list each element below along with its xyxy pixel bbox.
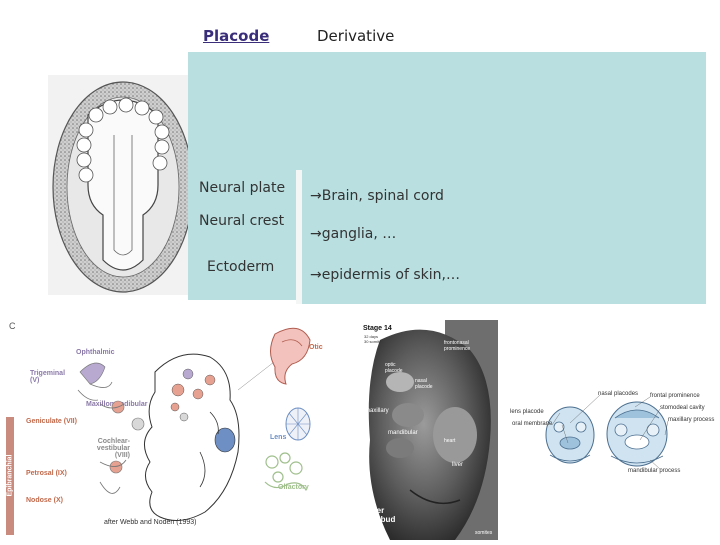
petrosal-label: Petrosal (IX) (26, 470, 67, 477)
placode-column-box (188, 52, 296, 300)
stage14-figure: Stage 14 32 days 30 somite optic placode… (360, 320, 498, 540)
derivative-header: Derivative (317, 27, 395, 45)
label-liver: liver (452, 462, 464, 468)
ophthalmic-label: Ophthalmic (76, 349, 115, 356)
row-placode-ectoderm: Ectoderm (207, 259, 275, 275)
label-somites: somites (475, 530, 493, 536)
row-derivative-ganglia: →ganglia, … (310, 226, 397, 242)
trigeminal-label: Trigeminal (V) (30, 370, 66, 384)
face-label-mandibular-process: mandibular process (628, 468, 681, 474)
face-label-lens-placode: lens placode (510, 409, 544, 415)
row-placode-neural-crest: Neural crest (199, 213, 285, 229)
row-placode-neural-plate: Neural plate (199, 180, 286, 196)
epibranchial-bar (6, 417, 14, 535)
nodose-label: Nodose (X) (26, 497, 63, 504)
face-diagram-svg (510, 385, 720, 485)
face-label-maxillary-process: maxillary process (668, 417, 715, 423)
panel-letter: C (9, 321, 16, 331)
label-maxillary: maxillary (365, 408, 389, 414)
row-derivative-epidermis: →epidermis of skin,… (310, 267, 460, 283)
label-mandibular: mandibular (388, 430, 418, 436)
label-frontonasal: frontonasal prominence (444, 340, 471, 352)
face-label-frontal-prominence: frontal prominence (650, 393, 700, 399)
stage14-title: Stage 14 (363, 325, 392, 332)
geniculate-label: Geniculate (VII) (26, 418, 77, 425)
stage14-days: 32 days (364, 334, 379, 339)
label-upper-limb-bud: upper limb bud (362, 506, 396, 524)
figure-credit: after Webb and Noden (1993) (104, 519, 197, 526)
label-optic-placode: optic placode (385, 362, 403, 374)
placode-figure-c: C Epibranchial Ophthalmic Trigeminal (V)… (0, 312, 345, 540)
neural-plate-embryo-drawing (48, 75, 198, 295)
placode-header: Placode (203, 27, 270, 45)
label-heart: heart (444, 438, 456, 444)
otic-label: Otic (309, 344, 323, 351)
derivative-column-box (296, 52, 706, 304)
cochlear-label: Cochlear-vestibular (VIII) (96, 438, 130, 459)
stage14-somites: 30 somite (364, 339, 382, 344)
placode-diagram-svg (77, 327, 311, 522)
face-placode-figure: nasal placodes lens placode oral membran… (510, 385, 720, 485)
face-label-oral-membrane: oral membrane (512, 421, 553, 427)
face-label-stomodeal-cavity: stomodeal cavity (660, 405, 705, 411)
olfactory-label: Olfactory (278, 484, 309, 491)
stage14-photo (368, 320, 498, 540)
lens-label: Lens (270, 434, 287, 441)
face-label-nasal-placodes: nasal placodes (598, 391, 639, 397)
column-divider (296, 170, 302, 304)
row-derivative-brain: →Brain, spinal cord (310, 188, 444, 204)
epibranchial-label: Epibranchial (6, 454, 14, 497)
label-nasal-placode: nasal placode (415, 378, 433, 390)
